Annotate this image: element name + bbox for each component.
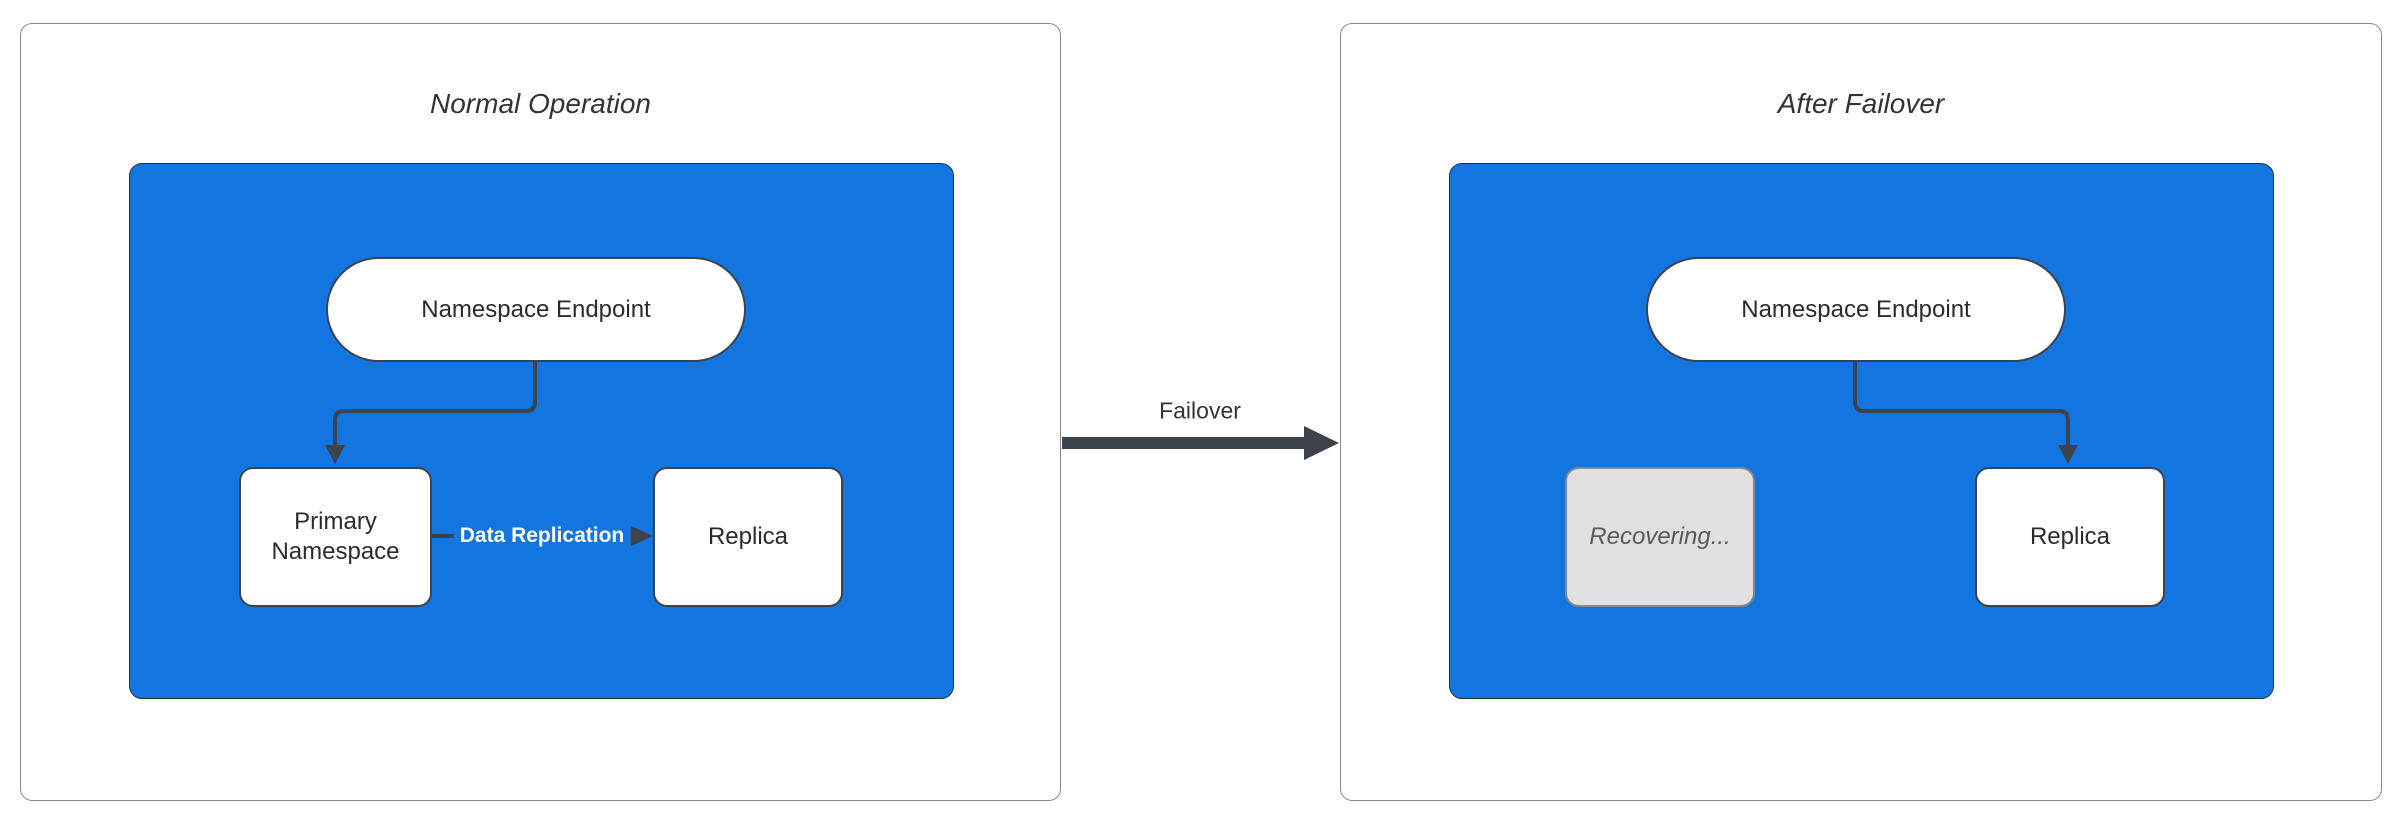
node-replica-normal: Replica: [653, 467, 843, 607]
node-namespace-endpoint-failover: Namespace Endpoint: [1646, 257, 2066, 362]
edge-failover: [1062, 426, 1339, 460]
node-recovering: Recovering...: [1565, 467, 1755, 607]
panel-after-failover: After Failover Namespace Endpoint Recove…: [1340, 23, 2382, 801]
node-primary-namespace: Primary Namespace: [239, 467, 432, 607]
panel-title-normal-operation: Normal Operation: [430, 88, 651, 119]
cluster-normal-operation: Namespace Endpoint Primary Namespace Rep…: [129, 163, 954, 699]
cluster-after-failover: Namespace Endpoint Recovering... Replica: [1449, 163, 2274, 699]
edge-label-failover: Failover: [1151, 396, 1249, 426]
node-replica-failover: Replica: [1975, 467, 2165, 607]
arrowhead-failover-icon: [1304, 426, 1339, 460]
panel-normal-operation: Normal Operation Namespace Endpoint Prim…: [20, 23, 1061, 801]
edge-label-data-replication: Data Replication: [453, 522, 631, 550]
node-namespace-endpoint-normal: Namespace Endpoint: [326, 257, 746, 362]
panel-title-after-failover: After Failover: [1777, 88, 1945, 119]
